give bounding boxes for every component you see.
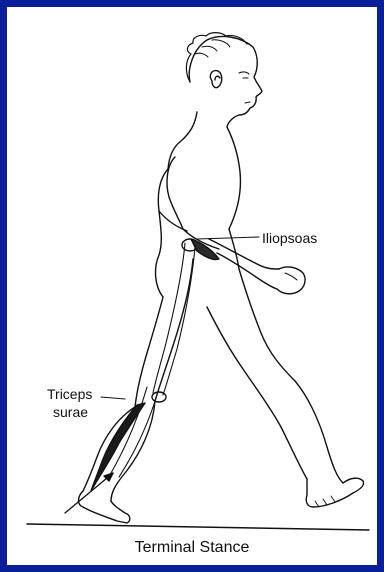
ground-line <box>27 524 369 530</box>
walking-boy-illustration <box>7 7 377 565</box>
arm <box>209 239 305 294</box>
torso <box>156 112 241 297</box>
triceps-leader-line <box>101 397 125 399</box>
leading-leg <box>207 269 364 507</box>
iliopsoas-leader-line <box>197 237 259 239</box>
triceps-label-line1: Triceps <box>47 385 92 403</box>
iliopsoas-label: Iliopsoas <box>262 230 317 246</box>
diagram-caption: Terminal Stance <box>7 539 377 557</box>
diagram-canvas: Iliopsoas Triceps surae Terminal Stance <box>7 7 377 565</box>
triceps-surae-label: Triceps surae <box>47 385 92 421</box>
head <box>186 33 262 127</box>
trailing-leg <box>79 239 199 523</box>
triceps-label-line2: surae <box>47 403 92 421</box>
